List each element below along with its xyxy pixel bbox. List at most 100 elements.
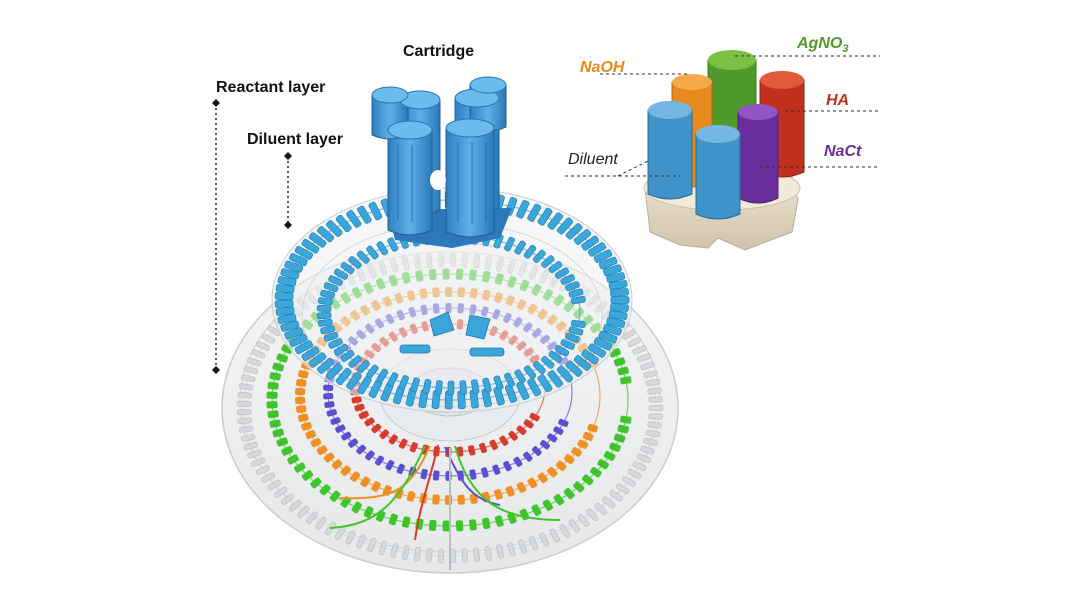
channel-chamber xyxy=(610,303,629,312)
channel-chamber xyxy=(420,468,428,480)
channel-chamber xyxy=(296,405,307,413)
channel-chamber xyxy=(243,441,259,451)
channel-chamber xyxy=(594,502,608,515)
channel-chamber xyxy=(527,477,538,489)
channel-chamber xyxy=(323,282,339,293)
channel-chamber xyxy=(237,391,253,399)
channel-chamber xyxy=(280,268,300,280)
channel-chamber xyxy=(275,306,295,316)
channel-chamber xyxy=(276,437,288,447)
channel-chamber xyxy=(615,483,630,495)
channel-chamber xyxy=(620,415,632,424)
channel-chamber xyxy=(547,433,558,443)
channel-chamber xyxy=(255,465,271,475)
channel-chamber xyxy=(387,237,399,252)
channel-chamber xyxy=(480,467,489,478)
channel-chamber xyxy=(573,481,585,493)
channel-chamber xyxy=(617,424,629,434)
channel-chamber xyxy=(587,423,599,433)
channel-chamber xyxy=(507,542,516,557)
channel-chamber xyxy=(330,417,341,425)
channel-chamber xyxy=(455,520,464,532)
channel-chamber xyxy=(317,297,333,306)
channel-chamber xyxy=(276,353,288,363)
channel-chamber xyxy=(301,346,320,362)
channel-chamber xyxy=(267,381,279,390)
channel-chamber xyxy=(255,341,271,351)
channel-chamber xyxy=(295,387,306,396)
channel-chamber xyxy=(571,447,582,457)
channel-chamber xyxy=(493,375,504,391)
channel-chamber xyxy=(238,425,254,433)
channel-chamber xyxy=(636,353,651,363)
channel-chamber xyxy=(563,487,575,500)
channel-chamber xyxy=(523,365,537,380)
channel-chamber xyxy=(341,431,352,441)
channel-chamber xyxy=(518,539,528,554)
channel-chamber xyxy=(471,379,480,395)
channel-chamber xyxy=(329,490,341,502)
channel-chamber xyxy=(356,360,370,374)
channel-chamber xyxy=(568,326,584,336)
channel-chamber xyxy=(378,540,388,556)
channel-chamber xyxy=(360,476,371,488)
channel-chamber xyxy=(390,543,399,558)
channel-chamber xyxy=(236,400,252,407)
channel-chamber xyxy=(385,459,395,471)
channel-chamber xyxy=(316,445,328,456)
channel-chamber xyxy=(288,499,302,512)
channel-chamber xyxy=(537,472,548,484)
channel-chamber xyxy=(406,491,416,502)
channel-chamber xyxy=(494,489,503,500)
channel-chamber xyxy=(482,517,491,530)
channel-chamber xyxy=(442,520,450,532)
layer-leader-lines xyxy=(215,103,289,370)
channel-chamber xyxy=(553,494,565,506)
channel-chamber xyxy=(266,401,278,409)
channel-chamber xyxy=(523,419,534,429)
channel-chamber xyxy=(294,245,314,260)
channel-chamber xyxy=(319,484,331,496)
channel-chamber xyxy=(274,292,294,301)
channel-chamber xyxy=(598,256,618,270)
channel-chamber xyxy=(367,537,377,553)
naoh-label: NaOH xyxy=(580,59,625,76)
channel-chamber xyxy=(459,380,467,396)
channel-chamber xyxy=(564,454,575,465)
ha-label: HA xyxy=(826,92,850,109)
channel-chamber xyxy=(301,470,314,481)
channel-chamber xyxy=(556,365,574,383)
channel-chamber xyxy=(348,355,362,368)
channel-chamber xyxy=(499,435,509,446)
channel-chamber xyxy=(622,329,636,340)
channel-chamber xyxy=(277,313,297,324)
channel-chamber xyxy=(351,396,362,404)
channel-chamber xyxy=(323,452,335,463)
channel-chamber xyxy=(351,501,362,514)
channel-chamber xyxy=(316,312,332,320)
channel-chamber xyxy=(461,548,468,563)
channel-chamber xyxy=(345,530,356,545)
channel-chamber xyxy=(479,442,487,454)
channel-chamber xyxy=(582,474,594,486)
channel-chamber xyxy=(553,426,564,435)
channel-chamber xyxy=(492,464,501,475)
channel-chamber xyxy=(540,440,550,450)
channel-chamber xyxy=(582,431,594,441)
channel-chamber xyxy=(298,370,309,379)
channel-chamber xyxy=(238,383,254,391)
channel-chamber xyxy=(294,462,306,473)
channel-chamber xyxy=(432,494,440,505)
channel-chamber xyxy=(496,544,504,559)
channel-chamber xyxy=(272,428,284,438)
channel-chamber xyxy=(587,343,607,358)
channel-chamber xyxy=(333,344,349,356)
channel-chamber xyxy=(326,409,337,417)
channel-chamber xyxy=(356,250,370,264)
channel-chamber xyxy=(516,425,527,435)
diluent-layer-disc xyxy=(271,187,633,413)
channel-chamber xyxy=(602,264,622,277)
channel-chamber xyxy=(547,212,564,230)
channel-chamber xyxy=(340,349,355,362)
channel-chamber xyxy=(602,496,616,509)
